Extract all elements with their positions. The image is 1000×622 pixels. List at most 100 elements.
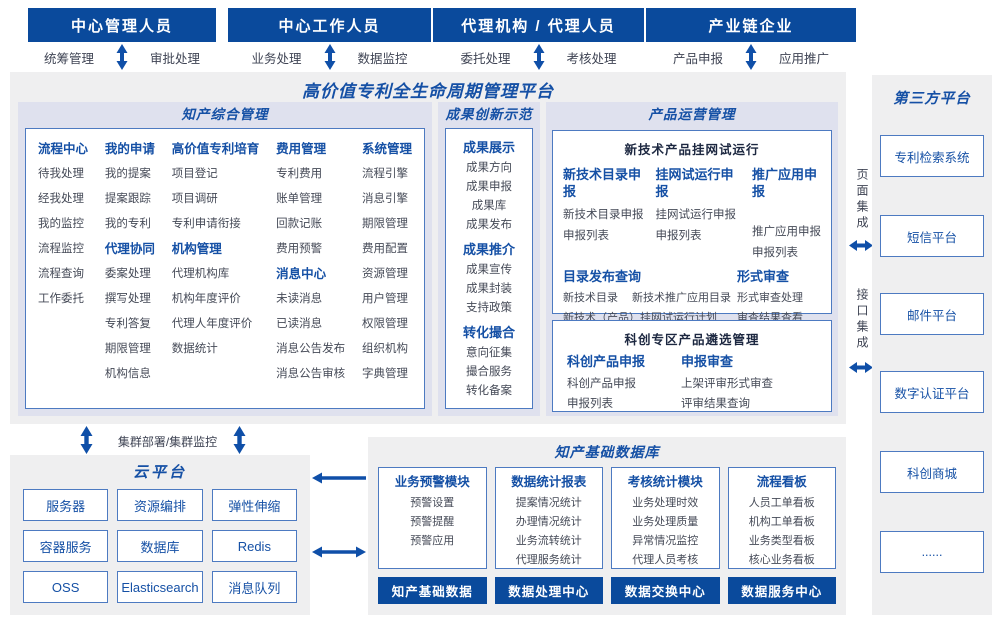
menu-item: 意向征集	[466, 347, 512, 359]
horizontal-double-arrow-icon	[849, 240, 873, 251]
menu-item: 代理人员考核	[632, 554, 699, 566]
menu-item: 未读消息	[276, 293, 323, 305]
menu-item: 上架评审形式审查	[681, 378, 774, 390]
cloud-cell: OSS	[23, 571, 109, 603]
cloud-cell: 容器服务	[23, 530, 109, 562]
menu-item: 账单管理	[276, 193, 323, 205]
menu-item: 代理人年度评价	[171, 318, 253, 330]
menu-item: 推广应用申报	[752, 226, 821, 238]
platform-panel: 高价值专利全生命周期管理平台 知产综合管理 流程中心 待我处理 经我处理 我的监…	[10, 72, 846, 424]
group-header: 费用管理	[276, 142, 327, 156]
menu-item: 申报列表	[567, 398, 613, 410]
group-header: 代理协同	[104, 242, 155, 256]
cloud-cell: 消息队列	[211, 571, 297, 603]
menu-item: 异常情况监控	[632, 535, 699, 547]
ip-mgmt-column-2: 高价值专利培育 项目登记 项目调研 专利申请衔接 机构管理 代理机构库 机构年度…	[172, 137, 260, 387]
menu-item: 机构信息	[104, 368, 151, 380]
menu-item: 申报列表	[752, 247, 798, 259]
menu-item: 核心业务看板	[748, 554, 815, 566]
menu-item: 项目调研	[171, 193, 218, 205]
vertical-double-arrow-icon	[324, 44, 335, 70]
menu-item: 成果库	[471, 200, 507, 212]
menu-item: 代理机构库	[171, 268, 230, 280]
data-center-badge: 数据服务中心	[727, 577, 836, 604]
horizontal-double-arrow-icon	[849, 362, 873, 373]
menu-item: 撰写处理	[104, 293, 151, 305]
group-header: 流程中心	[38, 142, 89, 156]
achievement-box: 成果展示 成果方向 成果申报 成果库 成果发布 成果推介 成果宣传 成果封装 支…	[445, 128, 533, 409]
ip-management-box: 流程中心 待我处理 经我处理 我的监控 流程监控 流程查询 工作委托 我的申请 …	[25, 128, 425, 409]
menu-item: 费用配置	[361, 243, 408, 255]
cloud-cell: Elasticsearch	[117, 571, 203, 603]
cloud-grid: 服务器 资源编排 弹性伸缩 容器服务 数据库 Redis OSS Elastic…	[23, 489, 297, 603]
menu-item: 委案处理	[104, 268, 151, 280]
menu-item: 形式审查处理	[737, 292, 803, 304]
trial-column-0: 新技术目录申报 新技术目录申报 申报列表	[563, 162, 644, 264]
menu-item: 评审结果查询	[681, 398, 751, 410]
database-centers: 知产基础数据 数据处理中心 数据交换中心 数据服务中心	[378, 577, 836, 604]
ip-mgmt-column-4: 系统管理 流程引擎 消息引擎 期限管理 费用配置 资源管理 用户管理 权限管理 …	[362, 137, 412, 387]
menu-item: 流程查询	[38, 268, 84, 280]
menu-item: 字典管理	[361, 368, 408, 380]
vertical-double-arrow-icon	[116, 44, 128, 70]
actor-header-center-staff: 中心工作人员	[228, 8, 431, 42]
menu-item: 新技术推广应用目录	[632, 292, 731, 304]
menu-item: 回款记账	[276, 218, 323, 230]
actor-role-label: 考核处理	[566, 51, 617, 66]
menu-item: 权限管理	[361, 318, 408, 330]
formal-review-group: 形式审查 形式审查处理 审查结果查看	[737, 266, 821, 328]
actor-role-label: 统筹管理	[43, 51, 94, 66]
third-party-panel: 第三方平台 专利检索系统 短信平台 邮件平台 数字认证平台 科创商城 .....…	[872, 75, 992, 615]
menu-item: 提案情况统计	[515, 497, 582, 509]
cloud-cell: Redis	[211, 530, 297, 562]
group-header: 形式审查	[737, 269, 790, 284]
box-title: 新技术产品挂网试运行	[624, 143, 760, 157]
ip-mgmt-column-1: 我的申请 我的提案 提案跟踪 我的专利 代理协同 委案处理 撰写处理 专利答复 …	[105, 137, 155, 387]
data-center-badge: 数据交换中心	[611, 577, 720, 604]
actor-role-label: 业务处理	[251, 51, 302, 66]
menu-item: 支持政策	[466, 302, 512, 314]
cluster-deploy-monitor-label: 集群部署/集群监控	[117, 435, 218, 449]
actor-sub-3: 产品申报 应用推广	[646, 42, 856, 72]
section-title: 成果创新示范	[445, 107, 533, 122]
module-statistics-report: 数据统计报表 提案情况统计 办理情况统计 业务流转统计 代理服务统计	[494, 467, 603, 569]
menu-item: 机构工单看板	[748, 516, 815, 528]
section-title: 知产综合管理	[181, 107, 269, 122]
third-party-title: 第三方平台	[893, 91, 971, 107]
menu-item: 期限管理	[361, 218, 408, 230]
menu-item: 预警应用	[410, 535, 455, 547]
ip-database-panel: 知产基础数据库 业务预警模块 预警设置 预警提醒 预警应用 数据统计报表 提案情…	[368, 437, 846, 615]
actor-header-center-managers: 中心管理人员	[28, 8, 216, 42]
menu-item: 业务流转统计	[515, 535, 582, 547]
section-title: 产品运营管理	[648, 107, 736, 122]
trial-run-box: 新技术产品挂网试运行 新技术目录申报 新技术目录申报 申报列表 挂网试运行申报 …	[552, 130, 832, 324]
menu-item: 资源管理	[361, 268, 408, 280]
menu-item: 新技术目录申报	[563, 209, 644, 221]
actor-sub-2: 委托处理 考核处理	[433, 42, 644, 72]
menu-item: 工作委托	[38, 293, 84, 305]
menu-item: 我的提案	[104, 168, 151, 180]
menu-item: 专利答复	[104, 318, 151, 330]
menu-item: 人员工单看板	[748, 497, 815, 509]
group-header: 成果推介	[462, 242, 515, 257]
menu-item: 专利费用	[276, 168, 323, 180]
menu-item: 我的监控	[38, 218, 84, 230]
cloud-cell: 服务器	[23, 489, 109, 521]
third-party-item: 数字认证平台	[880, 371, 984, 413]
database-modules: 业务预警模块 预警设置 预警提醒 预警应用 数据统计报表 提案情况统计 办理情况…	[378, 467, 836, 569]
menu-item: 撮合服务	[466, 366, 512, 378]
menu-item: 申报列表	[655, 230, 702, 242]
actor-role-label: 数据监控	[357, 51, 408, 66]
menu-item: 成果封装	[466, 283, 512, 295]
group-header: 成果展示	[462, 140, 515, 155]
section-product-operations: 产品运营管理 新技术产品挂网试运行 新技术目录申报 新技术目录申报 申报列表 挂…	[546, 102, 838, 416]
module-business-alert: 业务预警模块 预警设置 预警提醒 预警应用	[378, 467, 487, 569]
menu-item: 业务处理质量	[632, 516, 699, 528]
page-integration-label: 页面集成	[855, 168, 869, 232]
third-party-item: 科创商城	[880, 451, 984, 493]
module-process-kanban: 流程看板 人员工单看板 机构工单看板 业务类型看板 核心业务看板	[727, 467, 836, 569]
menu-item: 费用预警	[276, 243, 323, 255]
selection-column-1: 申报审查 上架评审形式审查 评审结果查询	[681, 350, 773, 414]
group-header: 数据统计报表	[511, 475, 587, 489]
